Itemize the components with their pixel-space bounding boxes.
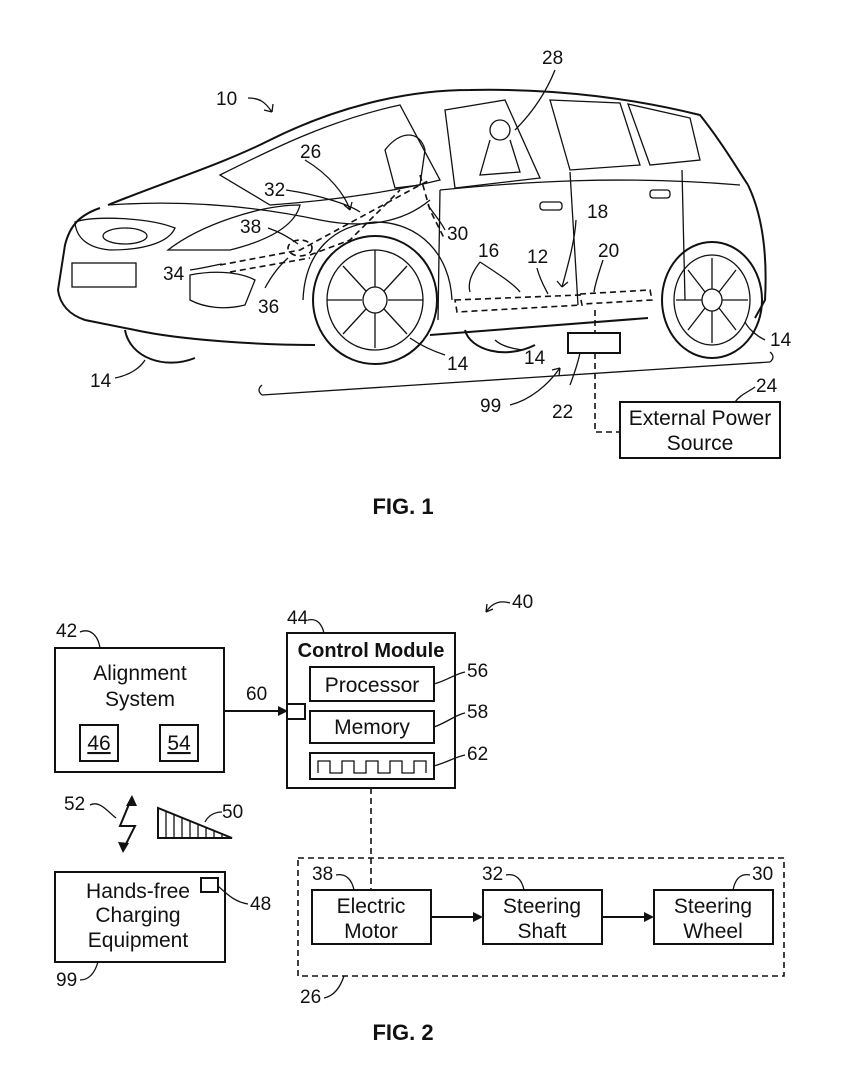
external-power-source-line2: Source: [667, 432, 734, 455]
charging-equipment-box: Hands-free Charging Equipment: [54, 871, 226, 963]
fig2-ref-26: 26: [300, 987, 321, 1008]
fig2-ref-58: 58: [467, 702, 488, 723]
alignment-system-box: Alignment System 46 54: [54, 647, 225, 773]
fig1-ref-14-rear: 14: [770, 330, 792, 351]
external-power-source-box: External Power Source: [619, 401, 781, 459]
control-module-box: Control Module Processor Memory: [286, 632, 456, 789]
charging-equipment-line3: Equipment: [88, 929, 189, 952]
clock-signal: [317, 760, 427, 774]
fig1-ref-32: 32: [264, 180, 285, 201]
fig1-ref-14-front: 14: [90, 371, 112, 392]
fig2-ref-60: 60: [246, 684, 267, 705]
steering-system-group: [297, 857, 785, 977]
steering-shaft-box: Steering Shaft: [482, 889, 603, 945]
wireless-link-bolt: [118, 796, 137, 851]
vehicle-illustration: [56, 88, 774, 433]
fig2-ref-62: 62: [467, 744, 488, 765]
fig1-ref-30: 30: [447, 224, 468, 245]
fig2-ref-30: 30: [752, 864, 773, 885]
fig2-ref-42: 42: [56, 621, 77, 642]
fig2-ref-48: 48: [250, 894, 271, 915]
steering-wheel-box: Steering Wheel: [653, 889, 774, 945]
fig1-ref-99: 99: [480, 396, 501, 417]
fig1-caption: FIG. 1: [372, 494, 433, 519]
steering-shaft-line1: Steering: [503, 895, 581, 918]
fig1-ref-36: 36: [258, 297, 279, 318]
steering-wheel-line2: Wheel: [683, 920, 743, 943]
steering-wheel-line1: Steering: [674, 895, 752, 918]
alignment-system-line2: System: [105, 688, 175, 711]
charging-equipment-line1: Hands-free: [86, 880, 190, 903]
electric-motor-line1: Electric: [337, 895, 406, 918]
fig1-ref-20: 20: [598, 241, 619, 262]
electric-motor-line2: Motor: [344, 920, 398, 943]
alignment-subsystem-46: 46: [87, 732, 110, 755]
alignment-subsystem-54: 54: [167, 732, 191, 755]
fig2-ref-32: 32: [482, 864, 503, 885]
fig1-ref-26: 26: [300, 142, 321, 163]
fig1-ref-16: 16: [478, 241, 499, 262]
fig1-ref-24: 24: [756, 376, 778, 397]
fig1-ref-10: 10: [216, 89, 237, 110]
fig1-ref-14-far: 14: [524, 348, 546, 369]
fig1-ref-12: 12: [527, 247, 548, 268]
fig2-ref-99: 99: [56, 970, 77, 991]
control-module-title: Control Module: [298, 640, 445, 662]
fig1-ref-14-wheel: 14: [447, 354, 469, 375]
memory-label: Memory: [334, 716, 410, 739]
fig2-ref-40: 40: [512, 592, 533, 613]
fig1-reference-numerals: 10 28 26 32 18 38 30 16 12 20 34 36 14 1…: [90, 48, 792, 423]
fig2-ref-56: 56: [467, 661, 488, 682]
external-power-source-line1: External Power: [629, 407, 771, 430]
electric-motor-box: Electric Motor: [311, 889, 432, 945]
charging-equipment-line2: Charging: [95, 904, 180, 927]
steering-shaft-line2: Shaft: [517, 920, 566, 943]
fig2-caption: FIG. 2: [372, 1020, 433, 1045]
fig2-block-diagram: 40 Alignment System 46 54 42 60 Control …: [54, 592, 785, 1008]
signal-strength-wedge: [157, 806, 233, 839]
fig1-ref-38: 38: [240, 217, 261, 238]
fig1-ref-28: 28: [542, 48, 563, 69]
fig1-leader-lines: [114, 69, 766, 406]
fig1-ref-18: 18: [587, 202, 608, 223]
fig1-ref-34: 34: [163, 264, 185, 285]
alignment-system-line1: Alignment: [93, 662, 187, 685]
fig2-ref-38: 38: [312, 864, 333, 885]
fig2-ref-50: 50: [222, 802, 243, 823]
fig1-ref-22: 22: [552, 402, 573, 423]
fig2-ref-52: 52: [64, 794, 85, 815]
processor-label: Processor: [325, 674, 420, 697]
fig2-ref-44: 44: [287, 608, 309, 629]
